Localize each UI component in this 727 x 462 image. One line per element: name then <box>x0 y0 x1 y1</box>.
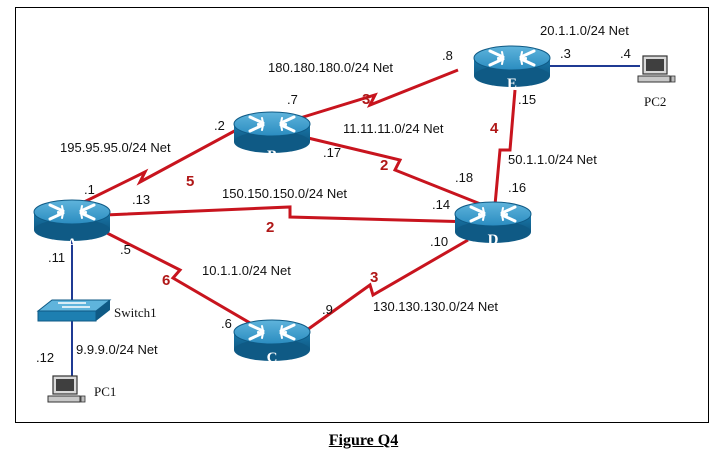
network-label-de: 50.1.1.0/24 Net <box>508 152 597 167</box>
link-a-b <box>77 126 241 207</box>
pc2-label: PC2 <box>644 94 666 109</box>
network-label-cd: 130.130.130.0/24 Net <box>373 299 498 314</box>
link-b-e <box>299 68 459 120</box>
network-label-ad: 150.150.150.0/24 Net <box>222 186 347 201</box>
router-e[interactable]: E <box>472 44 552 92</box>
link-a-d <box>104 205 476 224</box>
network-label-ac: 10.1.1.0/24 Net <box>202 263 291 278</box>
router-d-label: D <box>488 232 499 248</box>
iface-c-d: .9 <box>322 302 333 317</box>
figure-frame <box>15 7 709 423</box>
switch-1[interactable]: Switch1 <box>36 299 157 322</box>
cost-ad: 2 <box>266 219 274 236</box>
iface-b-e: .7 <box>287 92 298 107</box>
link-costs: 5 2 6 3 2 3 4 <box>162 91 499 289</box>
router-a[interactable]: A <box>32 198 112 252</box>
router-c[interactable]: C <box>232 318 312 366</box>
router-b[interactable]: B <box>232 110 312 164</box>
router-b-label: B <box>267 148 277 164</box>
switch-1-label: Switch1 <box>114 305 157 320</box>
network-label-ab: 195.95.95.0/24 Net <box>60 140 171 155</box>
router-c-label: C <box>267 350 278 366</box>
link-d-e <box>493 89 517 206</box>
iface-a-sw: .11 <box>48 250 65 265</box>
iface-d-a: .14 <box>432 197 450 212</box>
network-label-be: 180.180.180.0/24 Net <box>268 60 393 75</box>
pc1[interactable]: PC1 <box>47 375 116 403</box>
cost-ab: 5 <box>186 173 194 190</box>
iface-d-e: .16 <box>508 180 526 195</box>
iface-pc2: .4 <box>620 46 631 61</box>
figure-caption: Figure Q4 <box>328 432 399 449</box>
cost-bd: 2 <box>380 157 388 174</box>
iface-e-b: .8 <box>442 48 453 63</box>
host-links <box>71 65 640 378</box>
iface-a-c: .5 <box>120 242 131 257</box>
link-c-d <box>299 238 469 337</box>
iface-d-b: .18 <box>455 170 473 185</box>
network-labels: 195.95.95.0/24 Net 150.150.150.0/24 Net … <box>60 23 629 357</box>
cost-cd: 3 <box>370 269 378 286</box>
iface-b-a: .2 <box>214 118 225 133</box>
network-label-e-pc2: 20.1.1.0/24 Net <box>540 23 629 38</box>
iface-d-c: .10 <box>430 234 448 249</box>
iface-e-d: .15 <box>518 92 536 107</box>
link-b-d <box>307 136 484 207</box>
link-a-c <box>104 230 263 332</box>
iface-e-pc2: .3 <box>560 46 571 61</box>
interface-labels: .1 .13 .5 .11 .2 .7 .17 .6 .9 .14 .18 .1… <box>36 46 631 365</box>
router-e-label: E <box>507 76 517 92</box>
router-d[interactable]: D <box>453 200 533 248</box>
cost-be: 3 <box>362 91 370 108</box>
iface-a-d: .13 <box>132 192 150 207</box>
iface-a-b: .1 <box>84 182 95 197</box>
iface-c-a: .6 <box>221 316 232 331</box>
pc2[interactable]: PC2 <box>637 55 676 109</box>
network-label-bd: 11.11.11.0/24 Net <box>343 121 444 136</box>
router-a-label: A <box>67 236 78 252</box>
cost-ac: 6 <box>162 272 170 289</box>
iface-b-d: .17 <box>323 145 341 160</box>
iface-pc1: .12 <box>36 350 54 365</box>
cost-de: 4 <box>490 120 499 137</box>
pc1-label: PC1 <box>94 384 116 399</box>
links <box>77 68 517 337</box>
network-label-a-pc1: 9.9.9.0/24 Net <box>76 342 158 357</box>
